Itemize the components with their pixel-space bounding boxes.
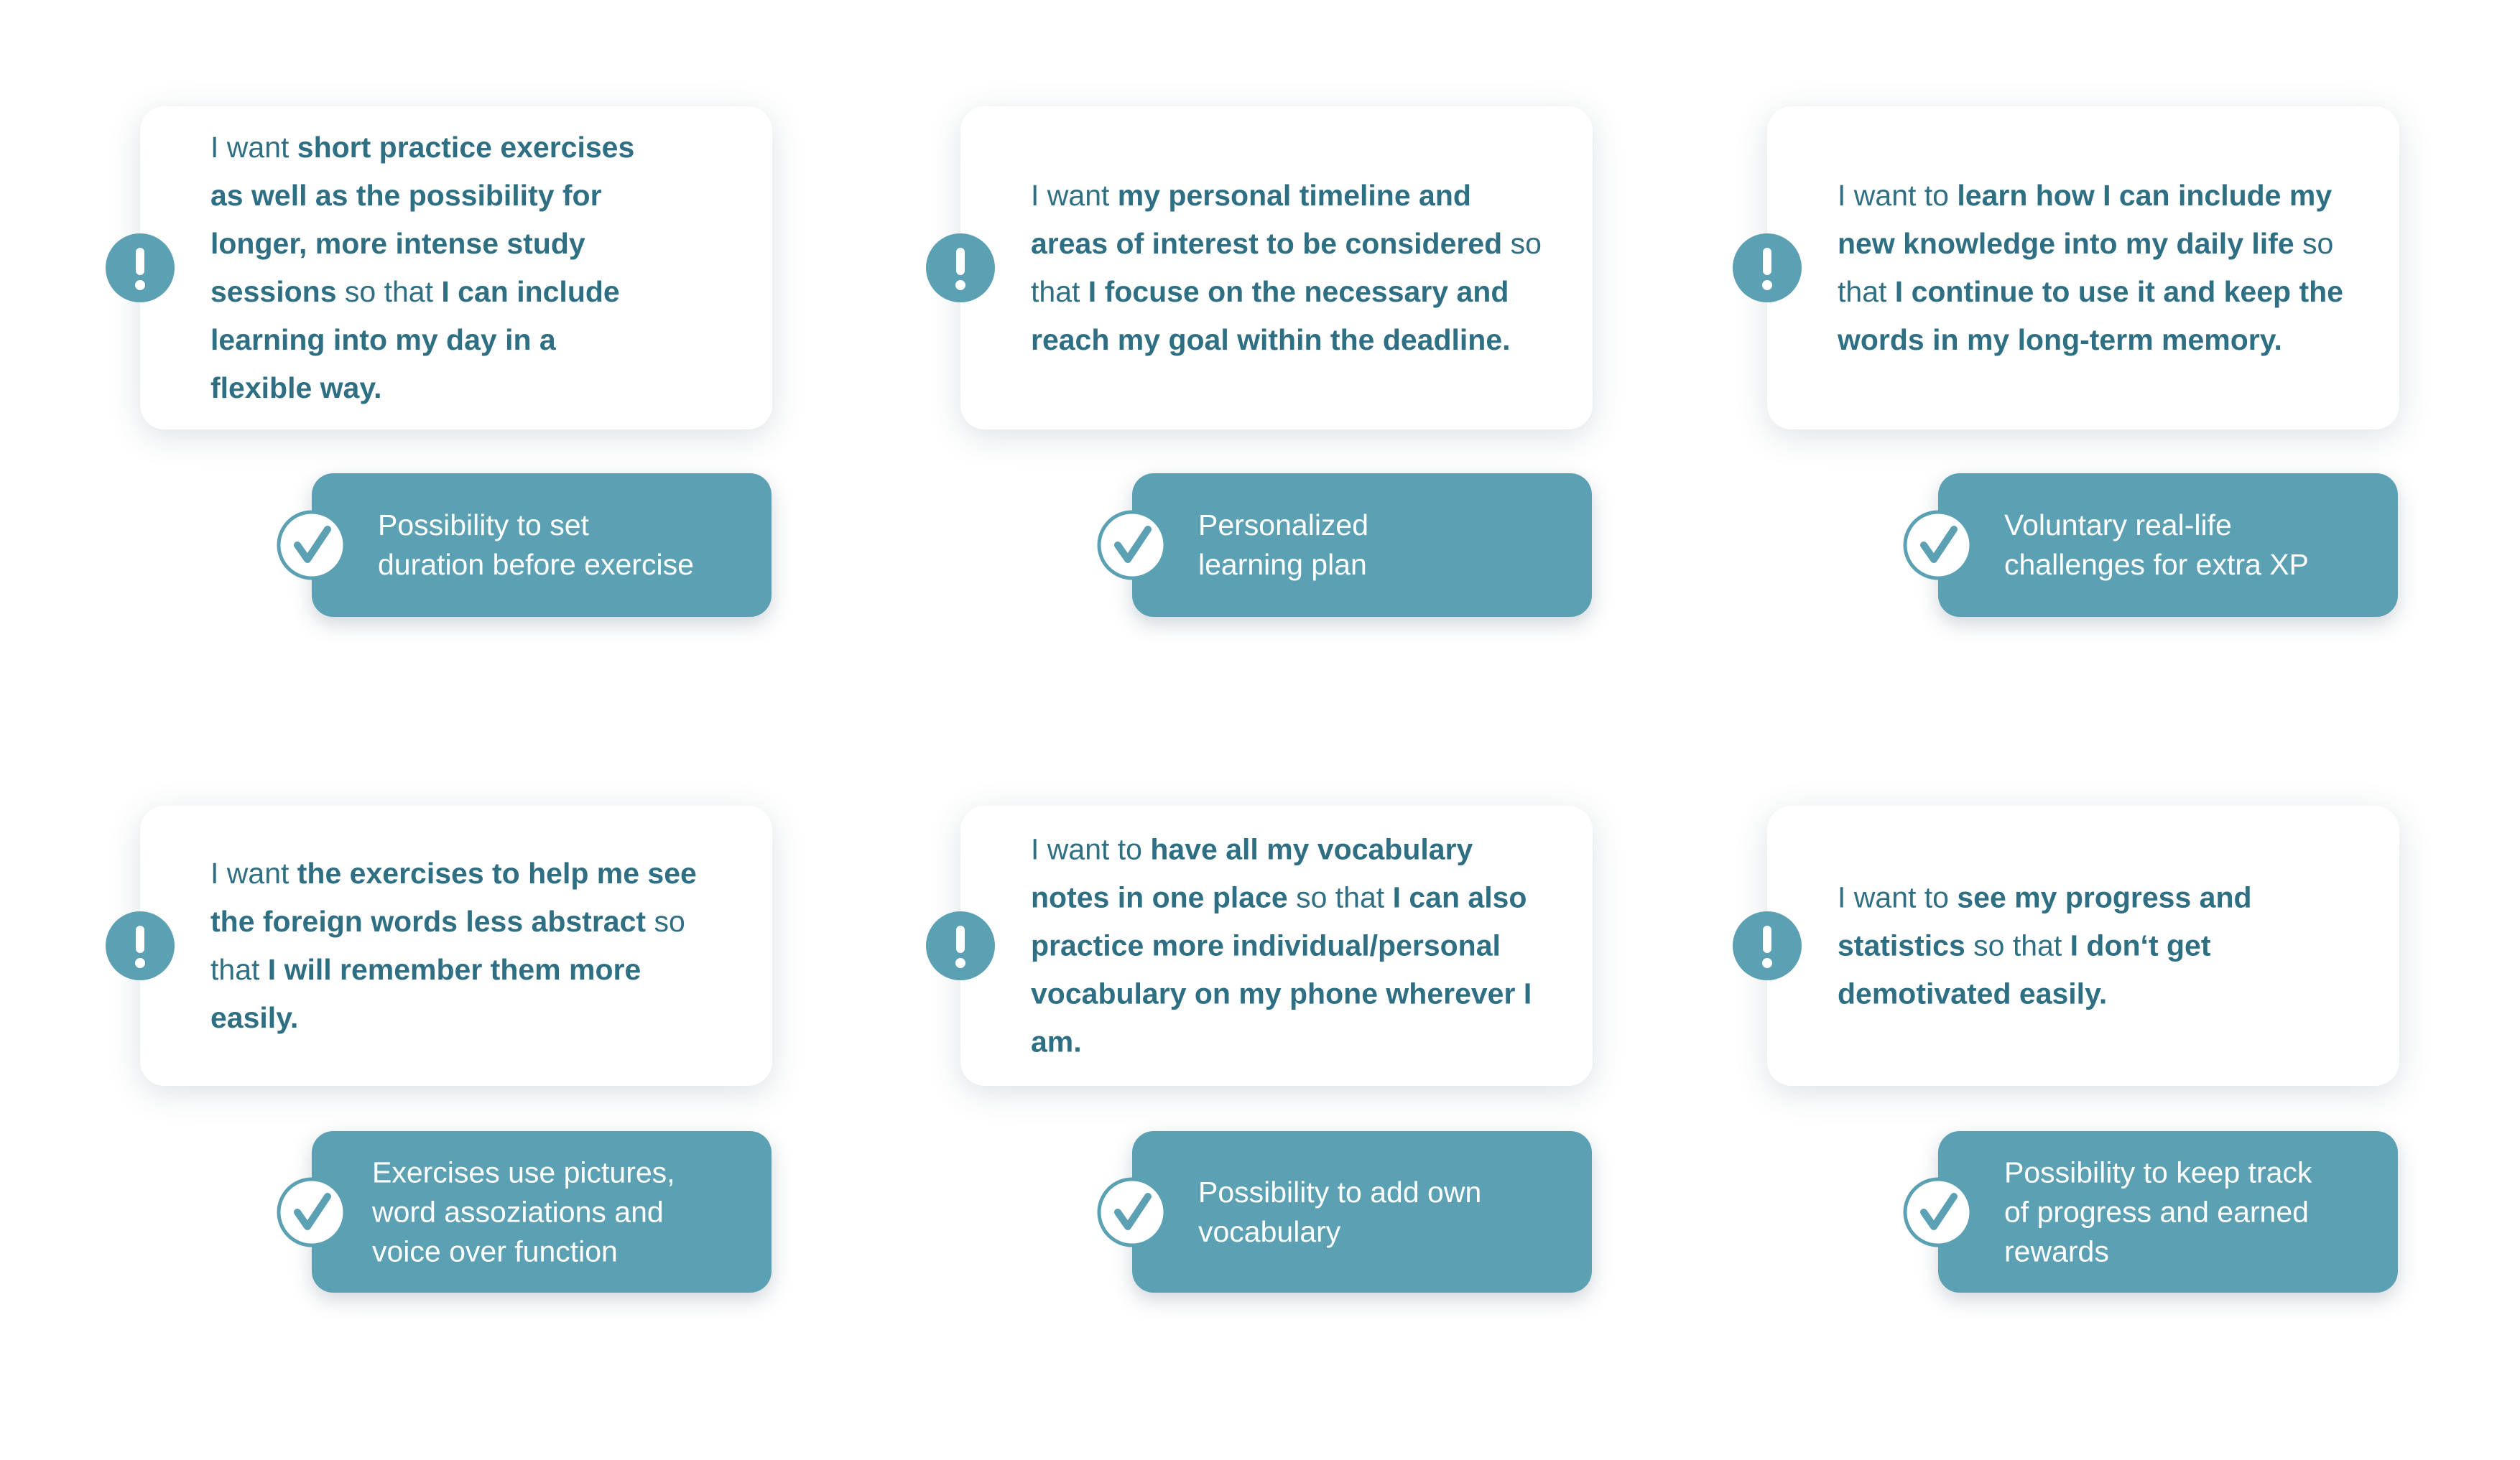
user-story-text: I want my personal timeline and areas of… [1031, 172, 1549, 364]
checkmark-icon [276, 1176, 348, 1248]
user-story-card: I want to learn how I can include my new… [1733, 106, 2399, 429]
solution-card: Personalized learning plan [1097, 473, 1592, 617]
checkmark-icon [276, 509, 348, 581]
user-story-text: I want to have all my vocabulary notes i… [1031, 826, 1542, 1066]
user-story-text: I want the exercises to help me see the … [210, 850, 729, 1042]
user-story-card: I want the exercises to help me see the … [106, 806, 772, 1086]
story-segment: I want [210, 131, 297, 164]
story-segment: so that [1031, 227, 1542, 308]
solution-label: Possibility to keep track of progress an… [2004, 1156, 2312, 1268]
story-segment: so that [210, 905, 685, 986]
checkmark-icon [1902, 1176, 1974, 1248]
story-segment: have all my vocabulary notes in one plac… [1031, 832, 1473, 914]
exclamation-icon [926, 233, 995, 302]
exclamation-icon [106, 233, 175, 302]
user-story-card: I want short practice exercises as well … [106, 106, 772, 429]
story-segment: I don‘t get demotivated easily. [1838, 929, 2211, 1010]
story-segment: so that [1965, 929, 2070, 962]
story-segment: so that [1838, 227, 2334, 308]
solution-card: Possibility to set duration before exerc… [277, 473, 772, 617]
solution-card: Voluntary real-life challenges for extra… [1903, 473, 2398, 617]
solution-card: Possibility to keep track of progress an… [1903, 1131, 2398, 1293]
story-segment: I focuse on the necessary and reach my g… [1031, 275, 1511, 356]
story-segment: I can also practice more individual/pers… [1031, 880, 1532, 1059]
user-story-card: I want to have all my vocabulary notes i… [926, 806, 1593, 1086]
exclamation-icon [926, 911, 995, 980]
story-segment: I can include learning into my day in a … [210, 275, 620, 404]
story-segment: so that [336, 275, 442, 308]
story-segment: I continue to use it and keep the words … [1838, 275, 2343, 356]
checkmark-icon [1902, 509, 1974, 581]
solution-card: Possibility to add own vocabulary [1097, 1131, 1592, 1293]
story-segment: so that [1287, 880, 1393, 914]
user-story-text: I want to see my progress and statistics… [1838, 874, 2356, 1018]
user-story-text: I want short practice exercises as well … [210, 124, 664, 412]
solution-card: Exercises use pictures, word assoziation… [277, 1131, 772, 1293]
story-segment: I will remember them more easily. [210, 953, 641, 1034]
solution-label: Possibility to set duration before exerc… [378, 508, 694, 581]
story-segment: short practice exercises as well as the … [210, 131, 635, 308]
checkmark-icon [1096, 1176, 1168, 1248]
solution-label: Voluntary real-life challenges for extra… [2004, 508, 2309, 581]
story-segment: I want to [1838, 880, 1958, 914]
story-segment: see my progress and statistics [1838, 880, 2252, 962]
exclamation-icon [1733, 911, 1802, 980]
story-segment: learn how I can include my new knowledge… [1838, 179, 2333, 260]
story-segment: I want to [1031, 832, 1151, 866]
story-segment: I want [210, 857, 297, 890]
story-segment: I want [1031, 179, 1118, 212]
solution-label: Personalized learning plan [1198, 508, 1369, 581]
story-segment: the exercises to help me see the foreign… [210, 857, 697, 938]
exclamation-icon [106, 911, 175, 980]
checkmark-icon [1096, 509, 1168, 581]
solution-label: Exercises use pictures, word assoziation… [372, 1156, 675, 1268]
story-segment: my personal timeline and areas of intere… [1031, 179, 1503, 260]
exclamation-icon [1733, 233, 1802, 302]
story-segment: I want to [1838, 179, 1958, 212]
user-story-text: I want to learn how I can include my new… [1838, 172, 2356, 364]
user-story-card: I want to see my progress and statistics… [1733, 806, 2399, 1086]
solution-label: Possibility to add own vocabulary [1198, 1175, 1482, 1248]
user-story-card: I want my personal timeline and areas of… [926, 106, 1593, 429]
